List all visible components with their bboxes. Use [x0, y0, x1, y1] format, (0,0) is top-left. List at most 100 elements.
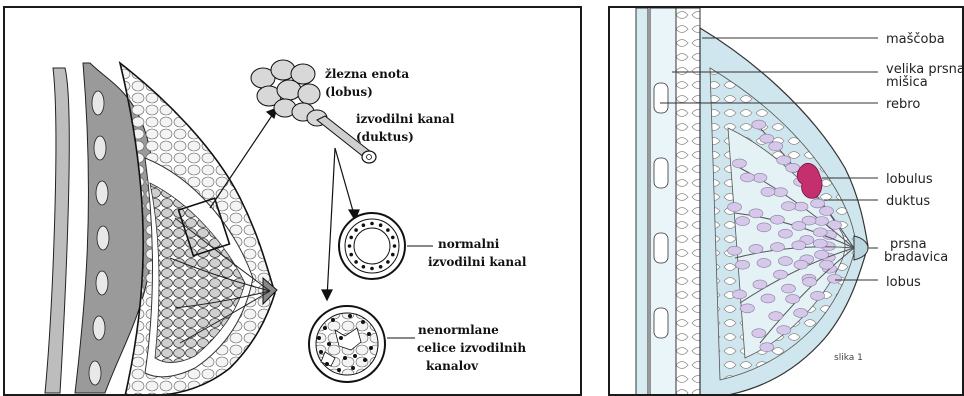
- abnormal-cell-nucleus: [339, 336, 343, 340]
- left-diagram-panel: žlezna enota (lobus) izvodilni kanal (du…: [3, 6, 582, 396]
- duct-cell-nucleus: [354, 228, 358, 232]
- lobule: [777, 156, 791, 165]
- abnormal-cell-nucleus: [348, 314, 352, 318]
- lobule: [740, 304, 754, 313]
- breast-outline: [700, 28, 868, 396]
- lobule: [769, 142, 783, 151]
- abnormal-duct-cross-section: [309, 306, 385, 382]
- abnormal-cell-nucleus: [319, 350, 323, 354]
- lobule: [752, 120, 766, 129]
- lobule: [792, 221, 806, 230]
- duct-cell-nucleus: [349, 236, 353, 240]
- lobule: [761, 187, 775, 196]
- label-lobus: žlezna enota (lobus): [325, 67, 413, 99]
- label-abnormal-cells: nenormlane celice izvodilnih kanalov: [417, 323, 530, 373]
- abnormal-cell-nucleus: [361, 320, 365, 324]
- lobule: [773, 270, 787, 279]
- abnormal-cell-nucleus: [337, 368, 341, 372]
- duct-cell-nucleus: [370, 222, 374, 226]
- lobule: [794, 202, 808, 211]
- lobule: [815, 217, 829, 226]
- duct-cell-nucleus: [362, 265, 366, 269]
- lobule: [760, 343, 774, 352]
- lobule: [794, 308, 808, 317]
- lobule: [786, 163, 800, 172]
- label-fat: maščoba: [886, 32, 945, 47]
- lobule: [781, 284, 795, 293]
- abnormal-cell-nucleus: [343, 356, 347, 360]
- lobule: [792, 241, 806, 250]
- lobule: [749, 209, 763, 218]
- lobule: [753, 173, 767, 182]
- lobule: [813, 228, 827, 237]
- breast-outline: [120, 63, 277, 396]
- duct-cell-nucleus: [349, 253, 353, 257]
- lobule: [728, 203, 742, 212]
- duct-cell-nucleus: [379, 265, 383, 269]
- abnormal-cell-nucleus: [369, 346, 373, 350]
- lobule: [813, 239, 827, 248]
- lobule: [778, 229, 792, 238]
- lobule: [773, 188, 787, 197]
- label-lobus: lobus: [886, 275, 921, 290]
- lobule: [736, 260, 750, 269]
- label-lobulus: lobulus: [886, 172, 933, 187]
- normal-duct-cross-section: [339, 213, 405, 279]
- duct-cell-nucleus: [362, 223, 366, 227]
- lobule: [752, 329, 766, 338]
- lobule: [769, 312, 783, 321]
- label-nipple: prsna bradavica: [884, 237, 948, 265]
- lobule: [820, 260, 834, 269]
- lobule: [778, 257, 792, 266]
- duct-cell-nucleus: [386, 260, 390, 264]
- lobule: [815, 250, 829, 259]
- lobule: [753, 280, 767, 289]
- lobule: [732, 290, 746, 299]
- lobule: [732, 159, 746, 168]
- label-rib: rebro: [886, 97, 920, 112]
- lobule: [794, 260, 808, 269]
- duct-cell-nucleus: [386, 228, 390, 232]
- lobule: [786, 294, 800, 303]
- duct-cell-nucleus: [391, 253, 395, 257]
- lobule: [770, 243, 784, 252]
- duct-cell-nucleus: [348, 244, 352, 248]
- lobule: [761, 294, 775, 303]
- abnormal-cell-nucleus: [327, 342, 331, 346]
- abnormal-cell-nucleus: [317, 336, 321, 340]
- lobule: [749, 244, 763, 253]
- abnormal-cell-nucleus: [351, 366, 355, 370]
- abnormal-cell-nucleus: [325, 362, 329, 366]
- chest-wall: [636, 8, 700, 396]
- label-muscle: velika prsna mišica: [886, 62, 964, 90]
- left-breast-illustration: žlezna enota (lobus) izvodilni kanal (du…: [5, 8, 582, 396]
- figure-caption: slika 1: [834, 353, 863, 363]
- lobule: [803, 277, 817, 286]
- duct-cell-nucleus: [379, 223, 383, 227]
- lobule: [820, 207, 834, 216]
- lobule: [757, 223, 771, 232]
- abnormal-cell-nucleus: [353, 354, 357, 358]
- right-diagram-panel: maščoba velika prsna mišica rebro lobulu…: [608, 6, 964, 396]
- lobule: [757, 258, 771, 267]
- label-duktus: izvodilni kanal (duktus): [356, 112, 459, 144]
- lobule: [736, 217, 750, 226]
- lobule: [740, 173, 754, 182]
- right-breast-illustration: maščoba velika prsna mišica rebro lobulu…: [610, 8, 964, 396]
- duct-cell-nucleus: [370, 267, 374, 271]
- abnormal-cell-nucleus: [363, 358, 367, 362]
- lobule: [770, 215, 784, 224]
- label-normal-duct: normalni izvodilni kanal: [428, 237, 527, 269]
- abnormal-cell-nucleus: [323, 326, 327, 330]
- lobule: [760, 134, 774, 143]
- duct-cell-nucleus: [393, 244, 397, 248]
- lobule: [811, 291, 825, 300]
- duct-cell-nucleus: [354, 260, 358, 264]
- lobule: [781, 202, 795, 211]
- lobule: [811, 199, 825, 208]
- label-duktus: duktus: [886, 194, 930, 209]
- abnormal-cell-nucleus: [367, 332, 371, 336]
- lobule: [828, 274, 842, 283]
- abnormal-cell-nucleus: [331, 318, 335, 322]
- lobule: [728, 246, 742, 255]
